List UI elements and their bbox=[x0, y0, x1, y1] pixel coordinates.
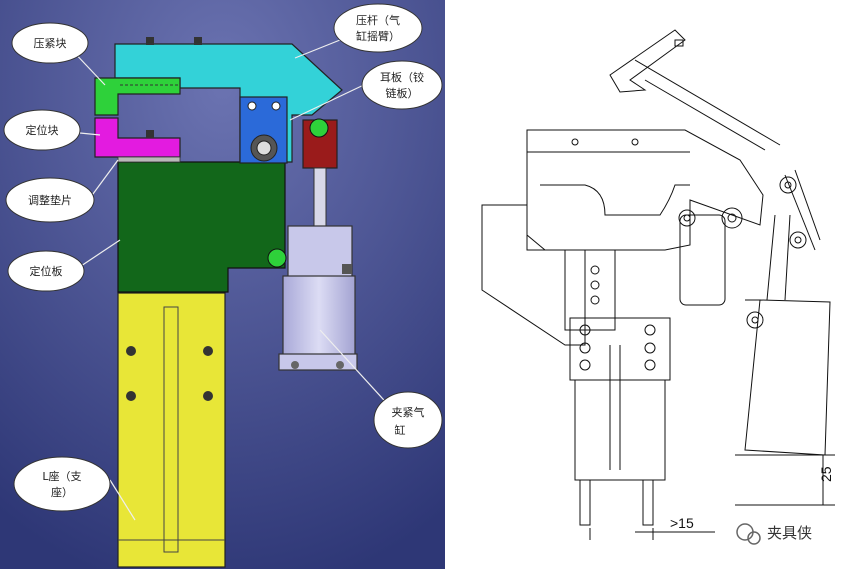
drawing-outline bbox=[481, 29, 835, 540]
label-cylinder: 夹紧气 缸 bbox=[373, 391, 443, 449]
svg-text:夹具侠: 夹具侠 bbox=[767, 524, 812, 542]
svg-text:夹紧气: 夹紧气 bbox=[392, 405, 425, 419]
svg-text:定位板: 定位板 bbox=[30, 264, 63, 278]
svg-text:缸摇臂）: 缸摇臂） bbox=[356, 29, 400, 43]
dimension-horizontal: >15 bbox=[670, 515, 694, 531]
label-locating-block: 定位块 bbox=[3, 109, 81, 151]
label-locating-plate: 定位板 bbox=[7, 250, 85, 292]
wechat-icon bbox=[736, 523, 754, 541]
svg-text:缸: 缸 bbox=[395, 423, 406, 437]
clamp-3d-model: 压紧块 压杆（气 缸摇臂） 耳板（铰 链板） 定位块 调整垫片 定位板 夹紧气 … bbox=[0, 0, 445, 569]
label-shim: 调整垫片 bbox=[5, 177, 95, 223]
rod-joint bbox=[302, 118, 338, 231]
svg-text:座）: 座） bbox=[51, 485, 73, 499]
ear-plate bbox=[239, 96, 288, 164]
label-ear-plate: 耳板（铰 链板） bbox=[361, 60, 443, 110]
svg-text:压紧块: 压紧块 bbox=[34, 37, 67, 50]
locating-block bbox=[94, 117, 181, 163]
label-lever: 压杆（气 缸摇臂） bbox=[333, 3, 423, 53]
svg-text:L座（支: L座（支 bbox=[42, 469, 81, 483]
clamp-cylinder bbox=[267, 225, 358, 371]
label-pressing-block: 压紧块 bbox=[11, 22, 89, 64]
pressing-block bbox=[94, 77, 181, 116]
l-seat bbox=[117, 292, 226, 568]
svg-text:压杆（气: 压杆（气 bbox=[356, 13, 400, 27]
clamp-line-drawing: >15 25 夹具侠 bbox=[445, 0, 867, 569]
dimension-vertical: 25 bbox=[818, 466, 834, 482]
leader-lines bbox=[69, 39, 394, 521]
svg-text:链板）: 链板） bbox=[386, 86, 419, 100]
label-seat: L座（支 座） bbox=[13, 456, 111, 512]
watermark: 夹具侠 bbox=[736, 523, 812, 545]
svg-text:调整垫片: 调整垫片 bbox=[28, 193, 72, 207]
svg-text:耳板（铰: 耳板（铰 bbox=[380, 70, 424, 84]
svg-text:定位块: 定位块 bbox=[26, 123, 59, 137]
